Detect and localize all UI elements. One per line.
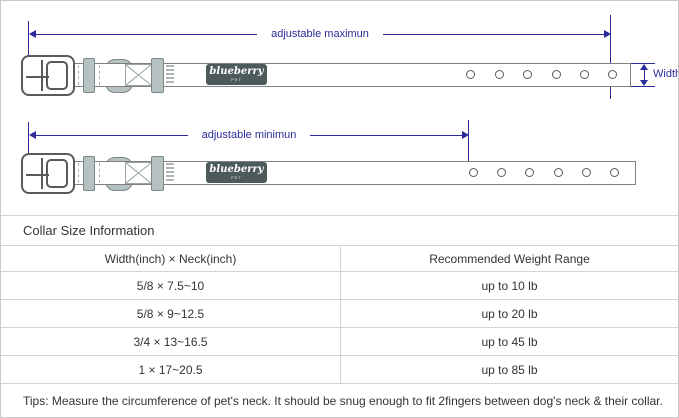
- collar-hole: [469, 168, 478, 177]
- stitch-line: [78, 163, 79, 183]
- woven-label: [166, 163, 174, 183]
- weight-cell: up to 20 lb: [481, 306, 538, 321]
- brand-sub: PET: [231, 175, 242, 180]
- col-header-weight: Recommended Weight Range: [429, 251, 590, 266]
- brand-tag: blueberry PET: [206, 64, 267, 85]
- collar-hole: [610, 168, 619, 177]
- arrow-right-icon: [462, 131, 469, 139]
- weight-cell: up to 10 lb: [481, 278, 538, 293]
- collar-keeper: [83, 156, 95, 191]
- brand-sub: PET: [231, 77, 242, 82]
- brand-tag: blueberry PET: [206, 162, 267, 183]
- brand-name: blueberry: [209, 164, 264, 175]
- collar-hole: [552, 70, 561, 79]
- arrow-down-icon: [640, 80, 648, 86]
- arrow-left-icon: [29, 30, 36, 38]
- width-extension-line: [631, 63, 655, 64]
- collar-hole: [608, 70, 617, 79]
- dim-extension-line: [28, 21, 29, 58]
- table-title: Collar Size Information: [1, 216, 678, 246]
- table-row: 1 × 17~20.5 up to 85 lb: [1, 356, 678, 384]
- collar-hole: [466, 70, 475, 79]
- width-label: Width: [653, 68, 679, 80]
- size-cell: 3/4 × 13~16.5: [1, 328, 341, 355]
- collar-hole: [497, 168, 506, 177]
- width-dim-arrow: [640, 64, 648, 86]
- collar-keeper: [151, 58, 164, 93]
- dim-extension-line: [610, 15, 611, 99]
- collar-keeper: [151, 156, 164, 191]
- dim-adjustable-max: adjustable maximun: [29, 28, 611, 40]
- collar-hole: [495, 70, 504, 79]
- stitch-line: [99, 65, 100, 85]
- collar-hole: [554, 168, 563, 177]
- arrow-up-icon: [640, 64, 648, 70]
- x-stitch-box: [125, 64, 152, 86]
- arrow-left-icon: [29, 131, 36, 139]
- adjustable-min-label: adjustable minimun: [201, 129, 297, 141]
- collar-hole: [525, 168, 534, 177]
- collar-size-table: Collar Size Information Width(inch) × Ne…: [1, 215, 678, 417]
- weight-cell: up to 85 lb: [481, 362, 538, 377]
- collar-diagram: adjustable maximun blueberry: [1, 1, 678, 215]
- table-header-row: Width(inch) × Neck(inch) Recommended Wei…: [1, 246, 678, 272]
- size-cell: 5/8 × 7.5~10: [1, 272, 341, 299]
- collar-buckle: [21, 55, 75, 96]
- stitch-line: [78, 65, 79, 85]
- x-stitch-box: [125, 162, 152, 184]
- table-row: 5/8 × 9~12.5 up to 20 lb: [1, 300, 678, 328]
- dim-adjustable-min: adjustable minimun: [29, 129, 469, 141]
- collar-buckle: [21, 153, 75, 194]
- table-tips: Tips: Measure the circumference of pet's…: [23, 393, 663, 408]
- width-extension-line: [631, 86, 655, 87]
- dim-extension-line: [468, 120, 469, 173]
- stitch-line: [99, 163, 100, 183]
- brand-name: blueberry: [209, 66, 264, 77]
- woven-label: [166, 65, 174, 85]
- table-row: 5/8 × 7.5~10 up to 10 lb: [1, 272, 678, 300]
- size-cell: 1 × 17~20.5: [1, 356, 341, 383]
- collar-hole: [523, 70, 532, 79]
- arrow-right-icon: [604, 30, 611, 38]
- collar-keeper: [83, 58, 95, 93]
- size-cell: 5/8 × 9~12.5: [1, 300, 341, 327]
- adjustable-max-label: adjustable maximun: [271, 28, 369, 40]
- dim-extension-line: [28, 122, 29, 155]
- collar-hole: [580, 70, 589, 79]
- col-header-size: Width(inch) × Neck(inch): [1, 246, 341, 271]
- table-row: 3/4 × 13~16.5 up to 45 lb: [1, 328, 678, 356]
- weight-cell: up to 45 lb: [481, 334, 538, 349]
- collar-hole: [582, 168, 591, 177]
